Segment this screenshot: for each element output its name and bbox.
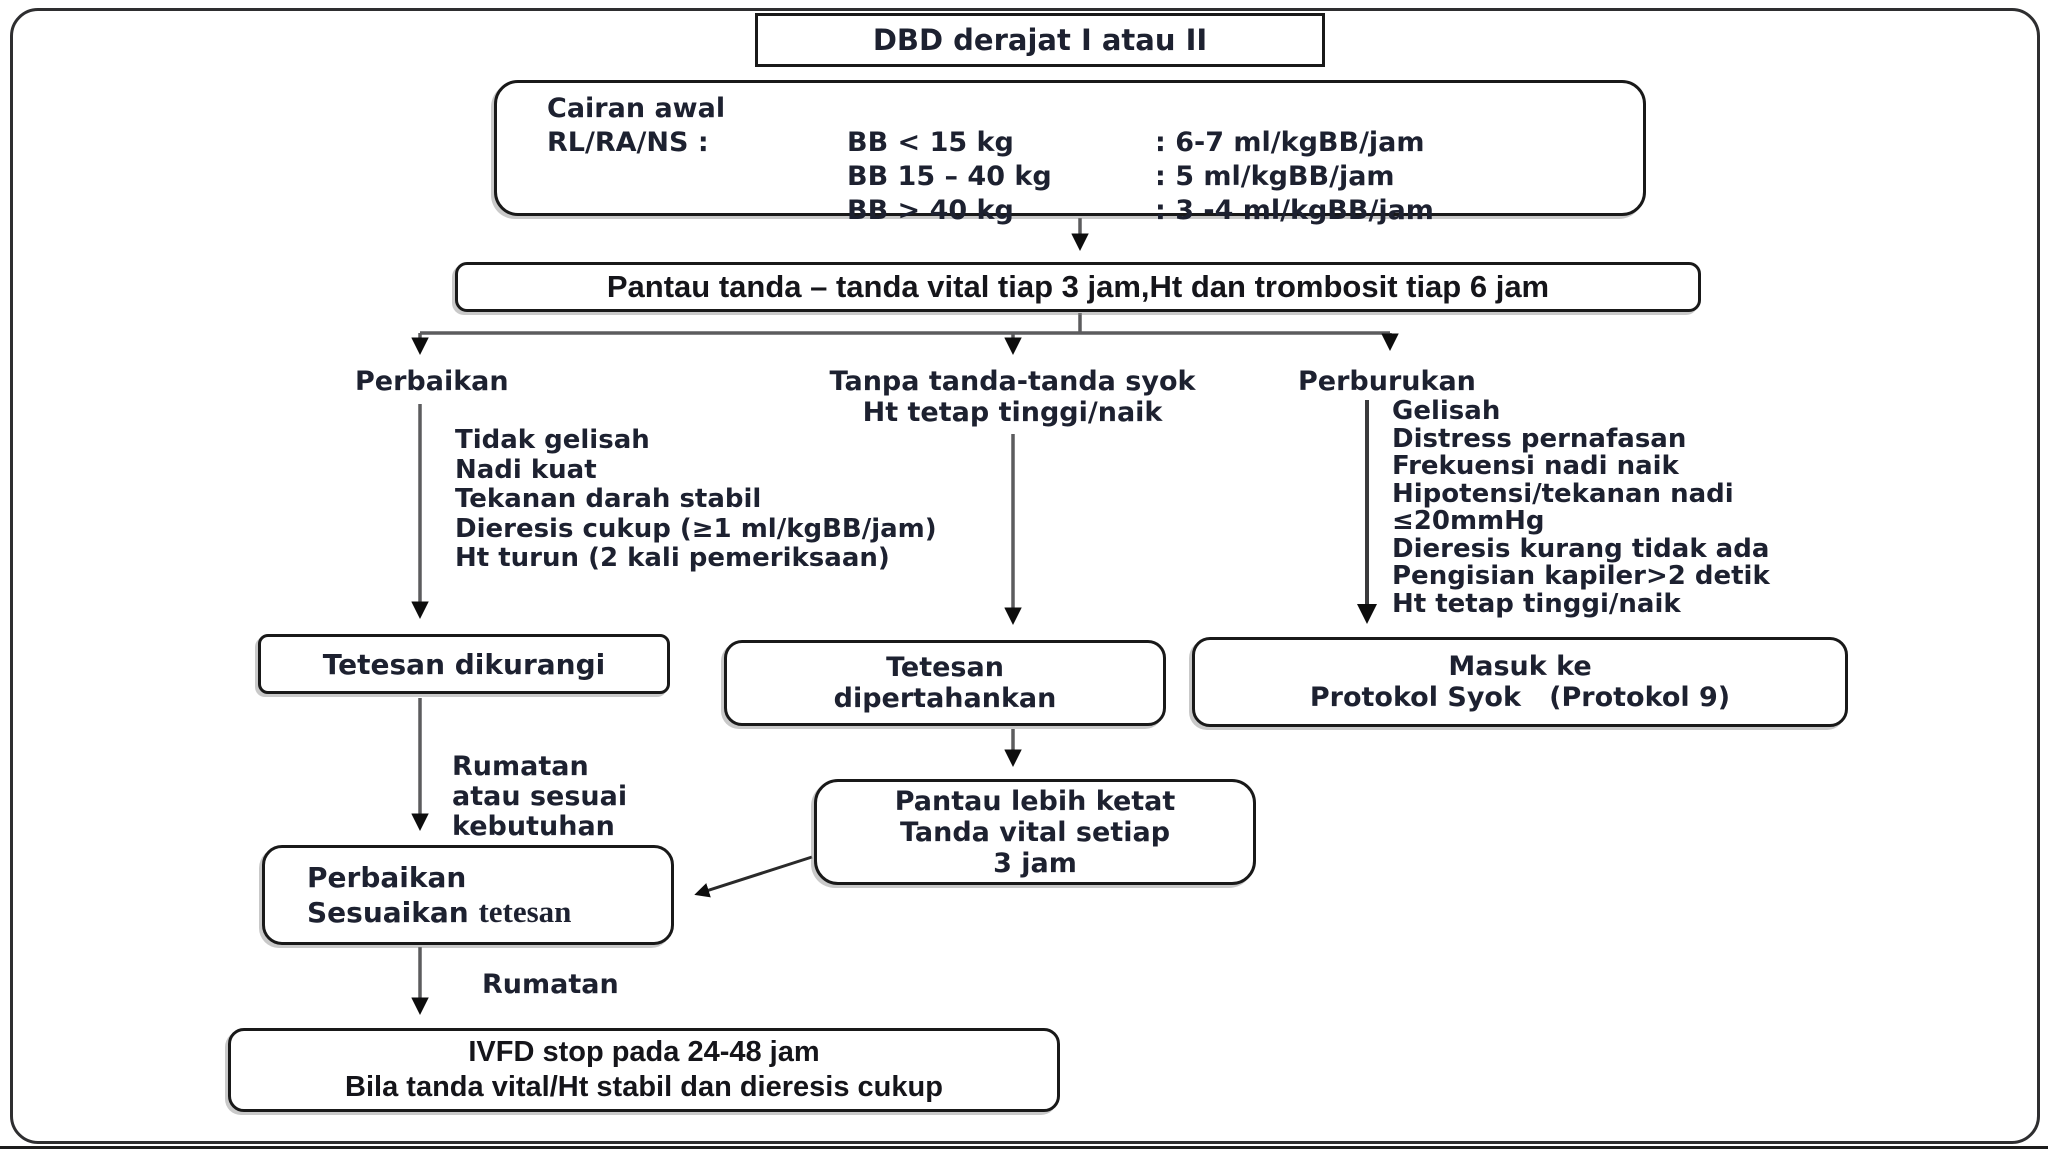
pantau-ketat-line-3: 3 jam	[993, 847, 1077, 879]
criteria-line: Distress pernafasan	[1392, 423, 1687, 454]
initial-fluid-content: Cairan awal RL/RA/NS : BB < 15 kg BB 15 …	[497, 83, 1643, 226]
node-tetesan-dikurangi: Tetesan dikurangi	[258, 634, 670, 694]
slide-border	[10, 8, 2040, 1144]
arrow-monitor-to-perbaikan	[694, 855, 813, 898]
perbaikan-line-1: Perbaikan	[307, 860, 467, 894]
page-bottom-rule	[0, 1146, 2048, 1149]
perbaikan-line-2b: tetesan	[478, 893, 572, 929]
node-ivfd-stop: IVFD stop pada 24-48 jam Bila tanda vita…	[228, 1028, 1060, 1112]
protokol-syok-line-1: Masuk ke	[1448, 651, 1592, 682]
criteria-line: Pengisian kapiler>2 detik	[1392, 561, 1770, 591]
branch-header-no-shock: Tanpa tanda-tanda syok Ht tetap tinggi/n…	[790, 366, 1235, 428]
node-tetesan-dipertahankan: Tetesan dipertahankan	[724, 640, 1166, 726]
monitor-vitals-label: Pantau tanda – tanda vital tiap 3 jam,Ht…	[606, 269, 1550, 304]
no-shock-line-1: Tanpa tanda-tanda syok	[829, 366, 1196, 397]
criteria-line: Nadi kuat	[455, 454, 597, 485]
pantau-ketat-line-2: Tanda vital setiap	[899, 816, 1171, 848]
fluid-heading: Cairan awal	[547, 93, 726, 124]
deterioration-criteria-list: Gelisah Distress pernafasan Frekuensi na…	[1392, 396, 1770, 619]
dipertahankan-line-2: dipertahankan	[833, 683, 1057, 714]
criteria-line: Tekanan darah stabil	[455, 484, 762, 514]
note-rumatan: Rumatan	[482, 969, 619, 1000]
node-perbaikan-sesuaikan: Perbaikan Sesuaikan tetesan	[262, 845, 674, 945]
node-monitor-vitals: Pantau tanda – tanda vital tiap 3 jam,Ht…	[455, 262, 1701, 312]
criteria-line: ≤20mmHg	[1392, 506, 1545, 536]
node-title: DBD derajat I atau II	[755, 13, 1325, 67]
weight-row-1: BB < 15 kg	[847, 127, 1014, 158]
weight-row-2: BB 15 – 40 kg	[847, 161, 1052, 192]
fluid-label: RL/RA/NS :	[547, 127, 709, 158]
criteria-line: Ht tetap tinggi/naik	[1392, 588, 1681, 619]
dipertahankan-line-1: Tetesan	[886, 652, 1004, 683]
note-rumatan-sesuai: Rumatan atau sesuai kebutuhan	[452, 752, 627, 842]
ivfd-line-2: Bila tanda vital/Ht stabil dan dieresis …	[345, 1071, 943, 1103]
criteria-line: Dieresis kurang tidak ada	[1392, 533, 1770, 564]
tetesan-dikurangi-label: Tetesan dikurangi	[322, 647, 606, 681]
criteria-line: Gelisah	[1392, 396, 1501, 426]
node-pantau-lebih-ketat: Pantau lebih ketat Tanda vital setiap 3 …	[814, 779, 1256, 885]
node-initial-fluid: Cairan awal RL/RA/NS : BB < 15 kg BB 15 …	[494, 80, 1646, 226]
dose-row-2: : 5 ml/kgBB/jam	[1155, 161, 1395, 192]
ivfd-line-1: IVFD stop pada 24-48 jam	[468, 1036, 820, 1068]
branch-header-perburukan: Perburukan	[1298, 366, 1476, 397]
note-line: atau sesuai	[452, 781, 628, 812]
dose-row-3: : 3 -4 ml/kgBB/jam	[1155, 195, 1434, 226]
node-title-label: DBD derajat I atau II	[872, 23, 1208, 57]
criteria-line: Tidak gelisah	[455, 425, 650, 455]
branch-header-perbaikan: Perbaikan	[355, 366, 509, 397]
protokol-syok-line-2: Protokol Syok (Protokol 9)	[1309, 682, 1731, 713]
criteria-line: Frekuensi nadi naik	[1392, 451, 1679, 481]
criteria-line: Hipotensi/tekanan nadi	[1392, 478, 1734, 509]
pantau-ketat-line-1: Pantau lebih ketat	[894, 785, 1176, 817]
note-line: kebutuhan	[452, 811, 615, 842]
no-shock-line-2: Ht tetap tinggi/naik	[862, 397, 1163, 428]
improvement-criteria-list: Tidak gelisah Nadi kuat Tekanan darah st…	[455, 425, 937, 574]
weight-row-3: BB > 40 kg	[847, 195, 1014, 226]
criteria-line: Dieresis cukup (≥1 ml/kgBB/jam)	[455, 513, 937, 544]
note-line: Rumatan	[452, 751, 589, 782]
perbaikan-line-2a: Sesuaikan	[307, 895, 479, 929]
node-protokol-syok: Masuk ke Protokol Syok (Protokol 9)	[1192, 637, 1848, 727]
perbaikan-line-2: Sesuaikan tetesan	[307, 893, 572, 930]
dose-row-1: : 6-7 ml/kgBB/jam	[1155, 127, 1425, 158]
criteria-line: Ht turun (2 kali pemeriksaan)	[455, 543, 890, 573]
